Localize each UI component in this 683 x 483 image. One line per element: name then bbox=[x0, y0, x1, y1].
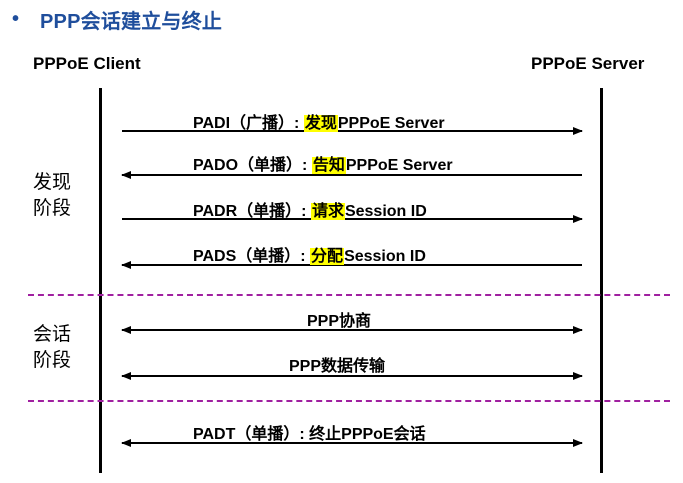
pado-label: PADO（单播）: 告知PPPoE Server bbox=[193, 151, 453, 175]
discovery-phase-line2: 阶段 bbox=[33, 198, 72, 219]
padi-highlight: 发现 bbox=[303, 115, 338, 132]
client-lifeline bbox=[99, 88, 102, 473]
padr-prefix: PADR（单播）: bbox=[193, 203, 311, 220]
pado-highlight: 告知 bbox=[311, 157, 346, 174]
page-title: PPP会话建立与终止 bbox=[40, 10, 223, 33]
discovery-phase-line1: 发现 bbox=[33, 172, 72, 193]
padi-suffix: PPPoE Server bbox=[337, 115, 445, 132]
phase-divider-discovery-session bbox=[28, 294, 670, 296]
pado-suffix: PPPoE Server bbox=[345, 157, 453, 174]
server-lifeline bbox=[600, 88, 603, 473]
session-phase-line1: 会话 bbox=[33, 324, 72, 345]
ppp-data-label: PPP数据传输 bbox=[289, 358, 386, 375]
discovery-phase-label: 发现 阶段 bbox=[33, 170, 71, 222]
session-phase-line2: 阶段 bbox=[33, 350, 72, 371]
server-label: PPPoE Server bbox=[531, 54, 645, 73]
padr-suffix: Session ID bbox=[344, 203, 427, 220]
padr-highlight: 请求 bbox=[310, 203, 345, 220]
pads-suffix: Session ID bbox=[344, 248, 426, 265]
page-header: • PPP会话建立与终止 bbox=[12, 6, 223, 33]
pads-prefix: PADS（单播）: bbox=[193, 248, 311, 265]
session-phase-label: 会话 阶段 bbox=[33, 322, 71, 374]
pads-label: PADS（单播）: 分配Session ID bbox=[193, 242, 426, 266]
padr-label: PADR（单播）: 请求Session ID bbox=[193, 197, 427, 221]
bullet-icon: • bbox=[12, 7, 20, 30]
padt-label: PADT（单播）: 终止PPPoE会话 bbox=[193, 426, 426, 443]
padi-prefix: PADI（广播）: bbox=[193, 115, 304, 132]
pads-highlight: 分配 bbox=[310, 248, 345, 265]
pado-prefix: PADO（单播）: bbox=[193, 157, 312, 174]
phase-divider-session-termination bbox=[28, 400, 670, 402]
client-label: PPPoE Client bbox=[33, 54, 141, 73]
padi-label: PADI（广播）: 发现PPPoE Server bbox=[193, 109, 445, 133]
ppp-negotiation-label: PPP协商 bbox=[307, 313, 372, 330]
